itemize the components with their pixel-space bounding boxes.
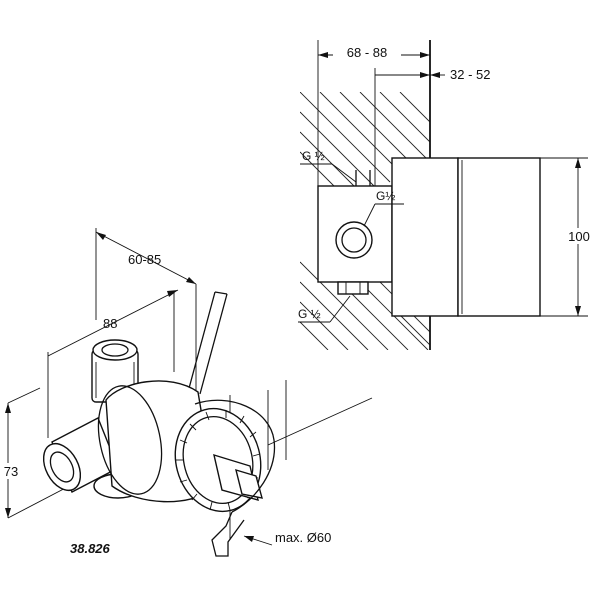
part-number: 38.826 [70,541,111,556]
dim-height: 100 [568,229,590,244]
handle-cylinder [457,157,541,317]
dim-iso-range: 60-85 [128,252,161,267]
trim-plate [391,157,459,317]
thread-label-side: G½ [376,189,395,203]
dim-iso-width: 88 [103,316,117,331]
dim-width-range: 68 - 88 [347,45,387,60]
thread-label-bottom: G ½ [298,307,321,321]
section-view: 68 - 88 32 - 52 100 G ½ G½ G ½ [298,40,596,350]
outlet-ring-inner [341,227,367,253]
outlet-ring-outer [335,221,373,259]
wall-hatching [300,92,430,350]
isometric-view: 60-85 88 73 [0,228,373,557]
dim-depth-range: 32 - 52 [450,67,490,82]
thread-label-top: G ½ [302,149,325,163]
bottom-nut [337,281,369,295]
dim-iso-height: 73 [4,464,18,479]
dim-max-diameter: max. Ø60 [275,530,331,545]
